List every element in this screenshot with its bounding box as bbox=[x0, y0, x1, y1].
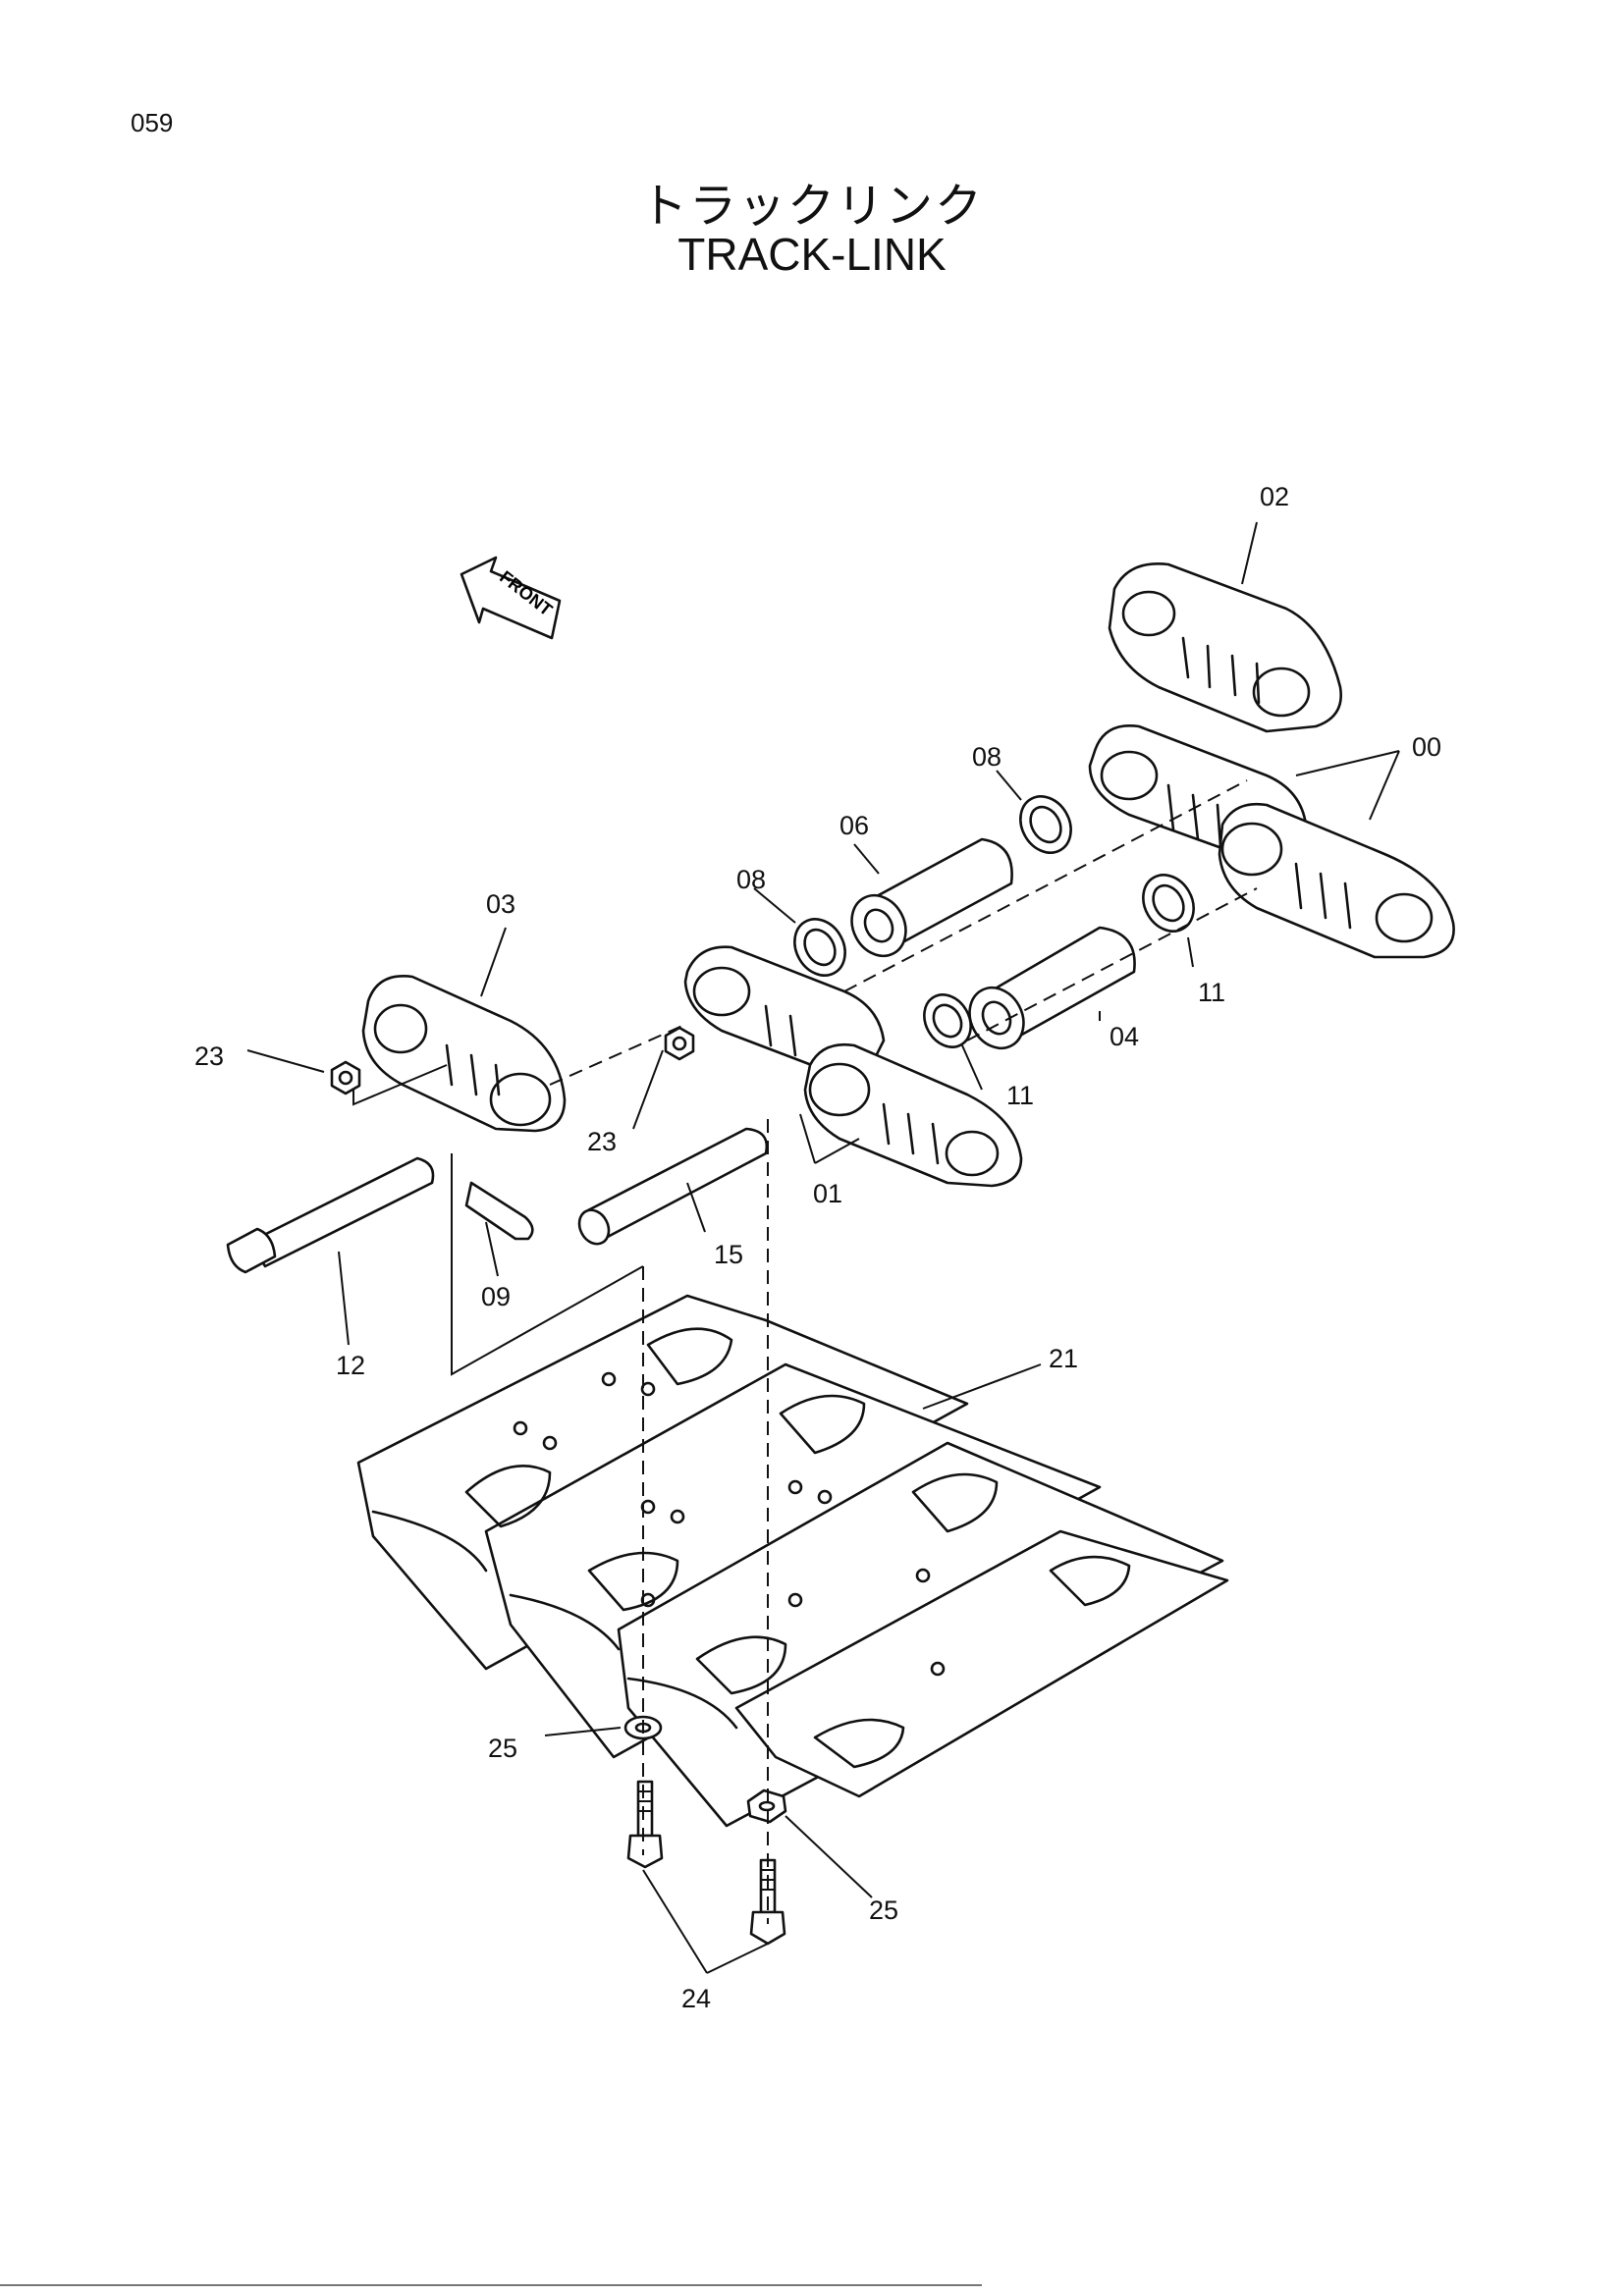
callout-08-lower: 08 bbox=[736, 865, 766, 894]
seal-11-left bbox=[923, 993, 972, 1048]
callout-04: 04 bbox=[1110, 1022, 1139, 1051]
nut-23-center bbox=[664, 1026, 695, 1061]
callout-labels: 02 00 08 06 08 11 04 11 03 23 23 01 15 0… bbox=[194, 482, 1441, 2013]
track-link-01 bbox=[683, 945, 1023, 1188]
front-arrow-icon: FRONT bbox=[460, 556, 562, 640]
callout-09: 09 bbox=[481, 1282, 511, 1311]
seal-08-upper bbox=[1019, 795, 1072, 854]
callout-24: 24 bbox=[681, 1984, 711, 2013]
seal-08-lower bbox=[793, 918, 846, 977]
callout-01: 01 bbox=[813, 1179, 842, 1208]
bottom-rule bbox=[0, 2284, 982, 2286]
track-shoe-21 bbox=[356, 1294, 1229, 1828]
callout-25-left: 25 bbox=[488, 1734, 517, 1763]
leader-lines bbox=[246, 521, 1400, 1974]
callout-15: 15 bbox=[714, 1240, 743, 1269]
callout-25-right: 25 bbox=[869, 1896, 898, 1925]
pin-09 bbox=[464, 1181, 534, 1241]
callout-21: 21 bbox=[1049, 1344, 1078, 1373]
track-link-02 bbox=[1108, 562, 1343, 733]
bushing-06 bbox=[850, 837, 1013, 958]
callout-11-right: 11 bbox=[1198, 978, 1225, 1007]
callout-23-center: 23 bbox=[587, 1127, 617, 1156]
callout-11-left: 11 bbox=[1006, 1081, 1034, 1110]
pin-15 bbox=[577, 1127, 769, 1246]
nut-23-left bbox=[330, 1060, 361, 1095]
callout-03: 03 bbox=[486, 889, 515, 919]
track-link-03 bbox=[361, 974, 567, 1133]
seal-11-right bbox=[1142, 874, 1195, 933]
page-number: 059 bbox=[131, 108, 174, 137]
callout-23-left: 23 bbox=[194, 1041, 224, 1071]
track-link-00 bbox=[1088, 723, 1455, 959]
diagram-title-english: TRACK-LINK bbox=[677, 229, 947, 280]
diagram-title-japanese: トラックリンク bbox=[639, 179, 984, 234]
assembly-centerlines bbox=[352, 779, 1258, 1924]
pin-12 bbox=[226, 1156, 435, 1274]
bushing-04 bbox=[968, 926, 1136, 1050]
callout-08-upper: 08 bbox=[972, 742, 1001, 772]
bolt-24-left bbox=[626, 1780, 664, 1869]
callout-00: 00 bbox=[1412, 732, 1441, 762]
callout-12: 12 bbox=[336, 1351, 365, 1380]
callout-06: 06 bbox=[839, 811, 869, 840]
callout-02: 02 bbox=[1260, 482, 1289, 511]
